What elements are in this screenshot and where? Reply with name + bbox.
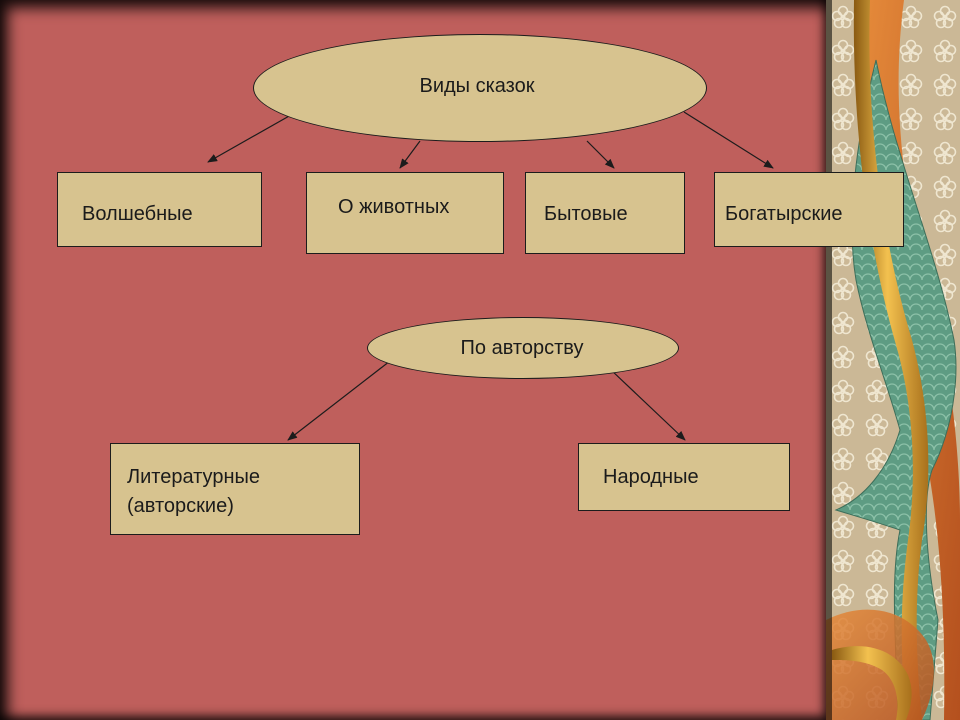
literary-label-line2: (авторские) bbox=[127, 495, 234, 517]
author-node-ellipse: По авторству bbox=[367, 317, 679, 379]
literary-label-line1: Литературные bbox=[127, 466, 260, 488]
root-node-ellipse: Виды сказок bbox=[253, 34, 707, 142]
ornament-graphic bbox=[826, 0, 960, 720]
literary-box: Литературные (авторские) bbox=[110, 443, 360, 535]
category-box-heroic: Богатырские bbox=[714, 172, 904, 247]
root-node-label: Виды сказок bbox=[419, 75, 535, 97]
category-box-animals: О животных bbox=[306, 172, 504, 254]
decorative-side-panel bbox=[826, 0, 960, 720]
category-box-everyday: Бытовые bbox=[525, 172, 685, 254]
folk-label: Народные bbox=[603, 466, 699, 488]
category-label-animals: О животных bbox=[338, 196, 450, 218]
category-label-magic: Волшебные bbox=[82, 203, 193, 225]
category-label-heroic: Богатырские bbox=[725, 203, 843, 225]
category-box-magic: Волшебные bbox=[57, 172, 262, 247]
category-label-everyday: Бытовые bbox=[544, 203, 628, 225]
author-node-label: По авторству bbox=[460, 336, 584, 359]
folk-box: Народные bbox=[578, 443, 790, 511]
